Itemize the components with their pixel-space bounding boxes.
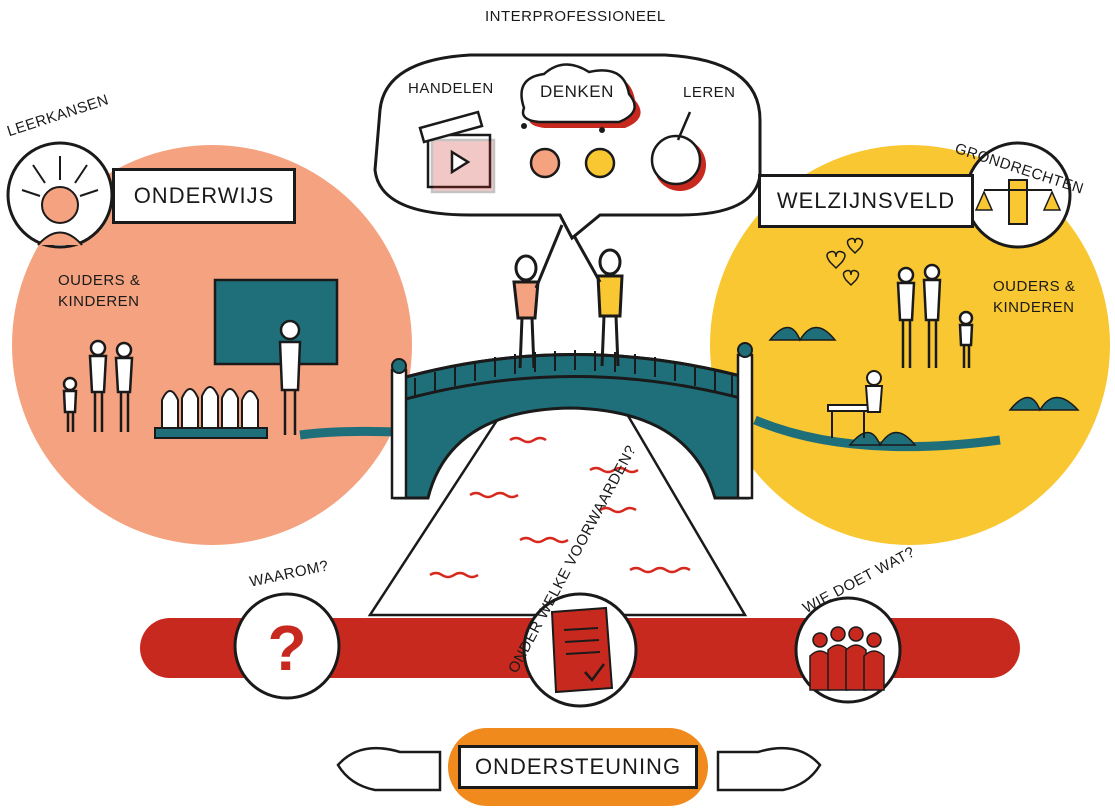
- pupils-group: [154, 386, 268, 439]
- right-people-label-2: KINDEREN: [993, 299, 1075, 316]
- left-people-label-2: KINDEREN: [58, 293, 140, 310]
- supporting-hands-icon: [336, 746, 822, 792]
- welzijnsveld-box: WELZIJNSVELD: [758, 174, 974, 228]
- question-circle: [233, 592, 341, 700]
- right-people-label-1: OUDERS &: [993, 278, 1076, 295]
- cloud-icon: [520, 63, 641, 133]
- desk-worker: [827, 370, 884, 438]
- parents-children-figures-right: [896, 263, 974, 368]
- learning-opportunities-icon: [6, 141, 114, 249]
- ondersteuning-pill: ONDERSTEUNING: [448, 728, 708, 806]
- bridge: [390, 342, 754, 500]
- high-five-figures: [512, 224, 624, 369]
- blackboard: [213, 278, 339, 366]
- leren-label: LEREN: [683, 84, 736, 101]
- learning-face-icon: [650, 134, 702, 186]
- left-people-label-1: OUDERS &: [58, 272, 141, 289]
- fundamental-rights-icon: [964, 141, 1072, 249]
- ondersteuning-label: ONDERSTEUNING: [457, 745, 699, 789]
- handelen-label: HANDELEN: [408, 80, 494, 97]
- face-icon: [584, 147, 616, 179]
- title-label: INTERPROFESSIONEEL: [485, 8, 666, 25]
- onderwijs-box: ONDERWIJS: [112, 168, 296, 224]
- group-people-icon: [809, 626, 885, 691]
- clapperboard-icon: [418, 110, 496, 194]
- left-bank: [299, 426, 396, 440]
- plants-icon: [768, 326, 1080, 447]
- teacher-figure: [278, 319, 302, 435]
- parents-children-figures-left: [62, 339, 134, 432]
- hearts-icon: [826, 237, 864, 287]
- denken-label: DENKEN: [540, 82, 614, 101]
- onderwijs-circle: [12, 145, 412, 545]
- checklist-icon: [550, 606, 614, 694]
- arrow-icon: [676, 111, 692, 141]
- face-icon: [529, 147, 561, 179]
- question-mark-icon: ?: [267, 612, 306, 684]
